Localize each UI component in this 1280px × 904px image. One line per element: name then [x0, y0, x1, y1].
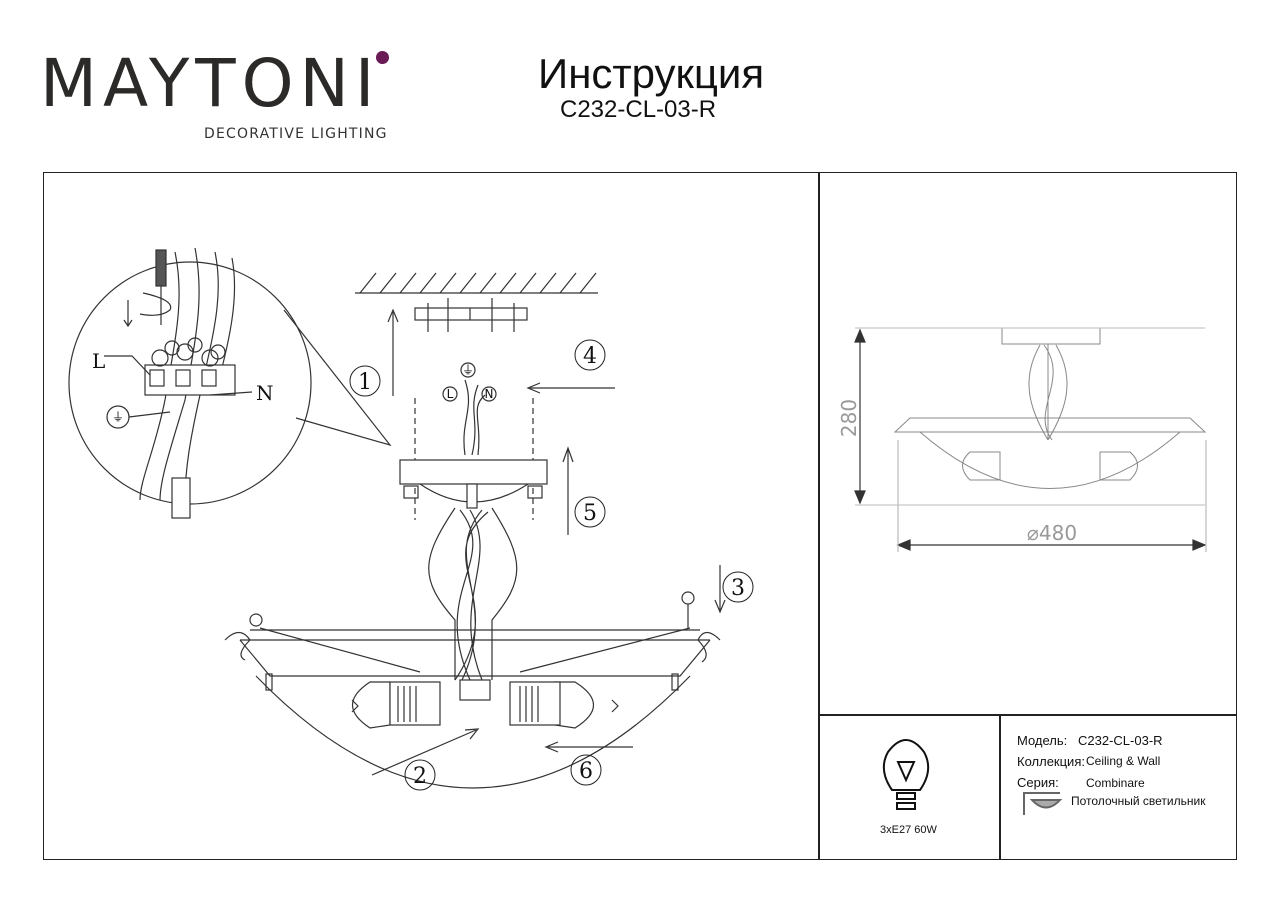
model-value: C232-CL-03-R — [1078, 733, 1163, 748]
bulb-left — [352, 681, 391, 729]
frame-divider-vertical — [818, 172, 820, 860]
arrow-step-4 — [526, 382, 615, 394]
frame-divider-horizontal — [818, 714, 1237, 716]
logo-accent-dot — [376, 51, 389, 64]
series-label: Серия: — [1017, 775, 1059, 790]
brand-logo: MAYTONI DECORATIVE LIGHTING — [40, 45, 389, 142]
lightbulb-icon — [882, 739, 930, 810]
arrow-down-icon — [123, 300, 133, 328]
logo-wordmark: MAYTONI — [40, 45, 381, 122]
step-6-label: 6 — [579, 759, 593, 784]
arrow-step-5 — [562, 446, 574, 535]
ceiling-lamp-icon — [1023, 792, 1063, 815]
bulb-spec: 3xE27 60W — [880, 824, 937, 836]
neutral-label-main: N — [485, 387, 494, 401]
mounting-bracket — [414, 307, 528, 321]
canopy — [399, 459, 548, 485]
instruction-frame — [43, 172, 1237, 860]
page-title: Инструкция — [538, 50, 765, 97]
step-5-label: 5 — [583, 501, 597, 526]
earth-label-zoom: ⏚ — [112, 410, 124, 424]
earth-label-main: ⏚ — [462, 363, 474, 377]
height-dimension: 280 — [837, 399, 861, 437]
step-2-label: 2 — [413, 764, 427, 789]
fixture-type: Потолочный светильник — [1071, 794, 1206, 808]
logo-tagline: DECORATIVE LIGHTING — [204, 126, 388, 142]
arrow-step-3 — [714, 565, 726, 614]
arrow-step-2 — [371, 728, 480, 776]
twisted-stem — [428, 507, 456, 680]
live-label-main: L — [447, 387, 454, 401]
live-wire-label: L — [92, 349, 105, 373]
arrow-step-6 — [544, 741, 633, 753]
diameter-dimension: ⌀480 — [1027, 521, 1077, 545]
arrow-step-1 — [387, 308, 399, 396]
screwdriver-icon — [155, 249, 167, 287]
model-code: C232-CL-03-R — [560, 96, 717, 123]
zoom-pointer — [283, 309, 392, 447]
dish-rim — [240, 629, 710, 641]
bulb-right — [554, 681, 594, 729]
glass-bowl — [255, 675, 691, 789]
collection-value: Ceiling & Wall — [1086, 754, 1161, 768]
step-1-label: 1 — [358, 370, 372, 395]
step-3-label: 3 — [731, 576, 745, 601]
dimension-drawing — [855, 327, 1207, 506]
series-value: Combinare — [1086, 776, 1145, 790]
model-label: Модель: — [1017, 733, 1068, 748]
step-4-label: 4 — [583, 344, 597, 369]
collection-label: Коллекция: — [1017, 754, 1085, 769]
neutral-wire-label: N — [256, 381, 274, 405]
frame-divider-spec — [999, 714, 1001, 860]
